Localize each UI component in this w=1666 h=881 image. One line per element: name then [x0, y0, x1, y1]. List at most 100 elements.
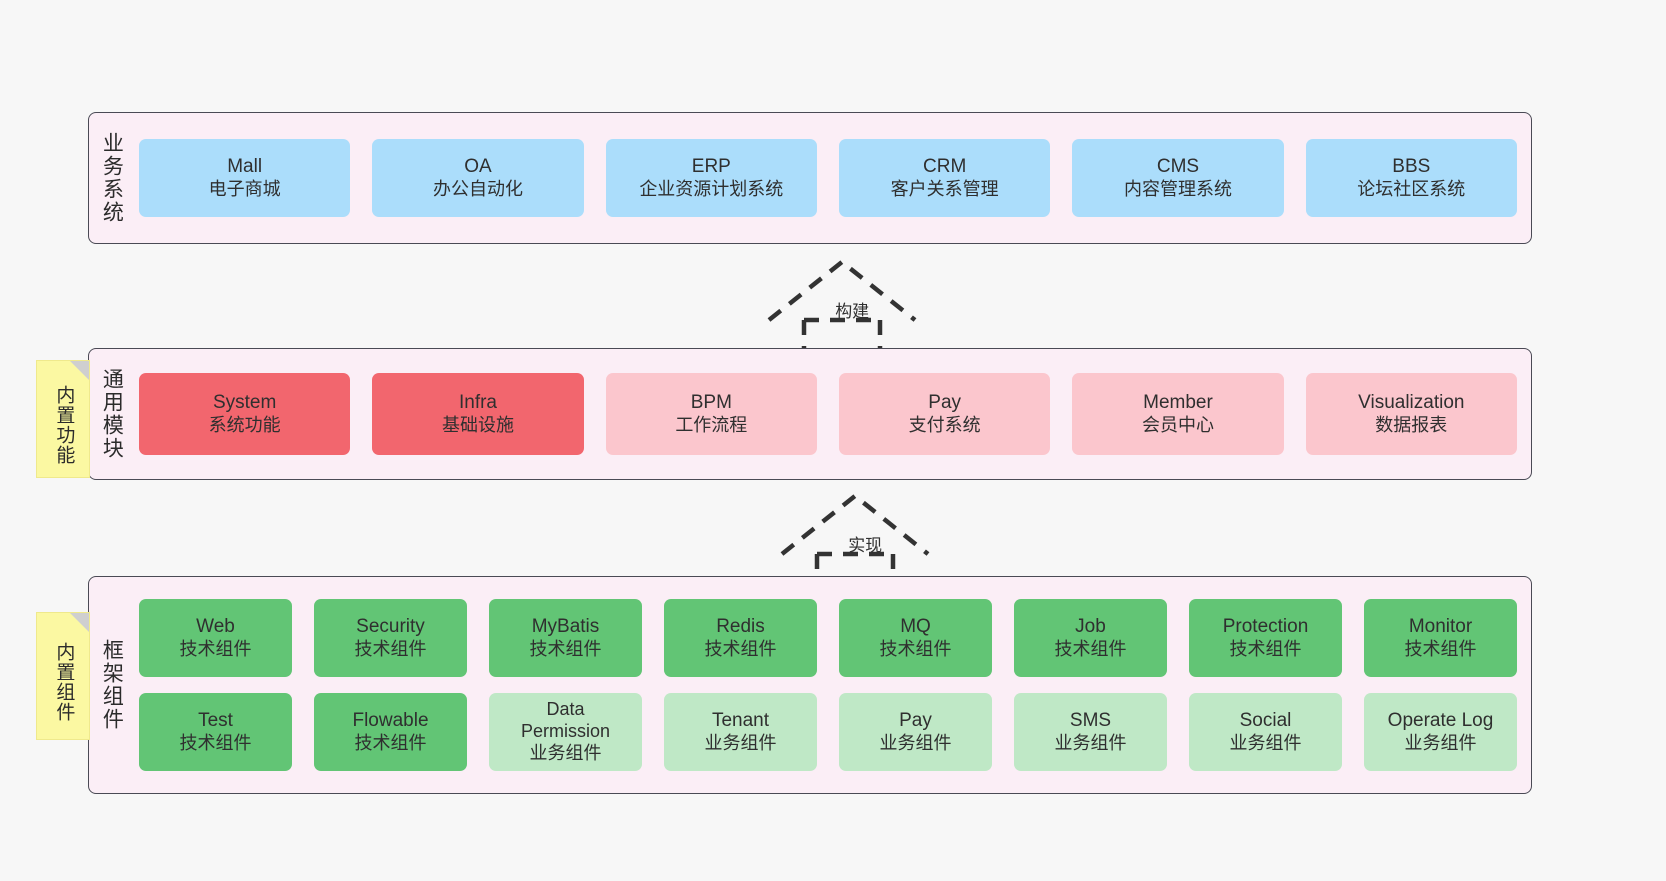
note-text: 内置功能: [53, 385, 75, 465]
arrow-build: 构建: [757, 252, 927, 356]
card-protection[interactable]: Protection 技术组件: [1189, 599, 1342, 677]
card-oa[interactable]: OA 办公自动化: [372, 139, 584, 217]
card-subtitle: 技术组件: [354, 732, 427, 753]
card-job[interactable]: Job 技术组件: [1014, 599, 1167, 677]
card-system[interactable]: System 系统功能: [139, 373, 351, 455]
note-fold-icon: [70, 361, 89, 380]
card-crm[interactable]: CRM 客户关系管理: [838, 139, 1051, 217]
card-subtitle: 系统功能: [208, 414, 281, 435]
card-title: Operate Log: [1387, 710, 1494, 732]
card-subtitle: 工作流程: [675, 414, 748, 435]
card-subtitle: 数据报表: [1375, 414, 1448, 435]
card-subtitle: 技术组件: [179, 732, 252, 753]
card-title: Pay: [899, 710, 932, 732]
card-web[interactable]: Web 技术组件: [139, 599, 292, 677]
card-mq[interactable]: MQ 技术组件: [839, 599, 992, 677]
card-title: CMS: [1156, 156, 1200, 178]
card-bpm[interactable]: BPM 工作流程: [605, 373, 817, 455]
card-row: Web 技术组件 Security 技术组件 MyBatis 技术组件 Redi…: [139, 599, 1517, 677]
card-title: Infra: [458, 392, 497, 414]
card-subtitle: 技术组件: [704, 638, 777, 659]
note-fold-icon: [70, 613, 89, 632]
card-subtitle: 业务组件: [529, 742, 602, 763]
arrow-label-implement: 实现: [848, 536, 883, 555]
card-data-permission[interactable]: Data Permission 业务组件: [489, 693, 642, 771]
card-title-line2: Permission: [520, 721, 611, 742]
card-subtitle: 办公自动化: [432, 178, 523, 199]
card-title: Data: [546, 699, 585, 720]
card-infra[interactable]: Infra 基础设施: [372, 373, 584, 455]
card-sms[interactable]: SMS 业务组件: [1014, 693, 1167, 771]
card-subtitle: 技术组件: [879, 638, 952, 659]
card-row: Test 技术组件 Flowable 技术组件 Data Permission …: [139, 693, 1517, 771]
card-title: Mall: [227, 156, 263, 178]
card-erp[interactable]: ERP 企业资源计划系统: [605, 139, 817, 217]
card-title: Flowable: [352, 710, 429, 732]
card-title: Protection: [1222, 616, 1309, 638]
card-title: Social: [1239, 710, 1292, 732]
card-subtitle: 技术组件: [179, 638, 252, 659]
card-redis[interactable]: Redis 技术组件: [664, 599, 817, 677]
card-flowable[interactable]: Flowable 技术组件: [314, 693, 467, 771]
card-monitor[interactable]: Monitor 技术组件: [1364, 599, 1517, 677]
layer-title-common-module: 通用模块: [100, 368, 124, 460]
layer-body-business-system: Mall 电子商城 OA 办公自动化 ERP 企业资源计划系统 CRM 客户关系…: [133, 113, 1531, 243]
card-title: MyBatis: [531, 616, 600, 638]
note-builtin-component: 内置组件: [36, 612, 90, 740]
card-pay[interactable]: Pay 支付系统: [838, 373, 1051, 455]
card-subtitle: 电子商城: [208, 178, 281, 199]
arrow-label-build: 构建: [835, 302, 870, 321]
layer-title-business-system: 业务系统: [100, 132, 124, 224]
card-title: Pay: [928, 392, 962, 414]
card-title: Web: [196, 616, 235, 638]
card-subtitle: 业务组件: [1229, 732, 1302, 753]
note-builtin-function: 内置功能: [36, 360, 90, 478]
card-subtitle: 技术组件: [1054, 638, 1127, 659]
card-test[interactable]: Test 技术组件: [139, 693, 292, 771]
card-subtitle: 业务组件: [1404, 732, 1477, 753]
card-title: System: [212, 392, 277, 414]
card-title: Member: [1143, 392, 1213, 414]
card-title: ERP: [691, 156, 731, 178]
card-subtitle: 支付系统: [908, 414, 981, 435]
card-title: Monitor: [1408, 616, 1473, 638]
card-title: BPM: [690, 392, 732, 414]
note-text: 内置组件: [53, 642, 75, 722]
card-subtitle: 会员中心: [1141, 414, 1214, 435]
card-subtitle: 业务组件: [704, 732, 777, 753]
arrow-implement: 实现: [770, 486, 940, 590]
layer-body-framework-component: Web 技术组件 Security 技术组件 MyBatis 技术组件 Redi…: [133, 577, 1531, 793]
card-subtitle: 技术组件: [529, 638, 602, 659]
card-social[interactable]: Social 业务组件: [1189, 693, 1342, 771]
card-subtitle: 技术组件: [1404, 638, 1477, 659]
card-cms[interactable]: CMS 内容管理系统: [1072, 139, 1284, 217]
card-mall[interactable]: Mall 电子商城: [139, 139, 351, 217]
card-title: Visualization: [1358, 392, 1465, 414]
layer-body-common-module: System 系统功能 Infra 基础设施 BPM 工作流程 Pay 支付系统…: [133, 349, 1531, 479]
card-row: Mall 电子商城 OA 办公自动化 ERP 企业资源计划系统 CRM 客户关系…: [139, 139, 1517, 217]
card-subtitle: 业务组件: [879, 732, 952, 753]
card-title: CRM: [923, 156, 967, 178]
layer-common-module: 通用模块 System 系统功能 Infra 基础设施 BPM 工作流程 Pay…: [88, 348, 1532, 480]
layer-title-framework-component: 框架组件: [100, 639, 124, 731]
card-title: MQ: [900, 616, 931, 638]
layer-framework-component: 框架组件 Web 技术组件 Security 技术组件 MyBatis 技术组件…: [88, 576, 1532, 794]
card-bbs[interactable]: BBS 论坛社区系统: [1305, 139, 1517, 217]
card-title: Security: [356, 616, 425, 638]
card-pay-component[interactable]: Pay 业务组件: [839, 693, 992, 771]
card-visualization[interactable]: Visualization 数据报表: [1305, 373, 1517, 455]
card-title: Redis: [716, 616, 765, 638]
card-title: SMS: [1069, 710, 1112, 732]
card-operate-log[interactable]: Operate Log 业务组件: [1364, 693, 1517, 771]
card-title: Tenant: [711, 710, 770, 732]
card-subtitle: 内容管理系统: [1123, 178, 1232, 199]
card-mybatis[interactable]: MyBatis 技术组件: [489, 599, 642, 677]
card-subtitle: 企业资源计划系统: [639, 178, 784, 199]
card-row: System 系统功能 Infra 基础设施 BPM 工作流程 Pay 支付系统…: [139, 373, 1517, 455]
card-tenant[interactable]: Tenant 业务组件: [664, 693, 817, 771]
card-security[interactable]: Security 技术组件: [314, 599, 467, 677]
card-member[interactable]: Member 会员中心: [1072, 373, 1284, 455]
card-subtitle: 论坛社区系统: [1357, 178, 1466, 199]
card-subtitle: 技术组件: [354, 638, 427, 659]
